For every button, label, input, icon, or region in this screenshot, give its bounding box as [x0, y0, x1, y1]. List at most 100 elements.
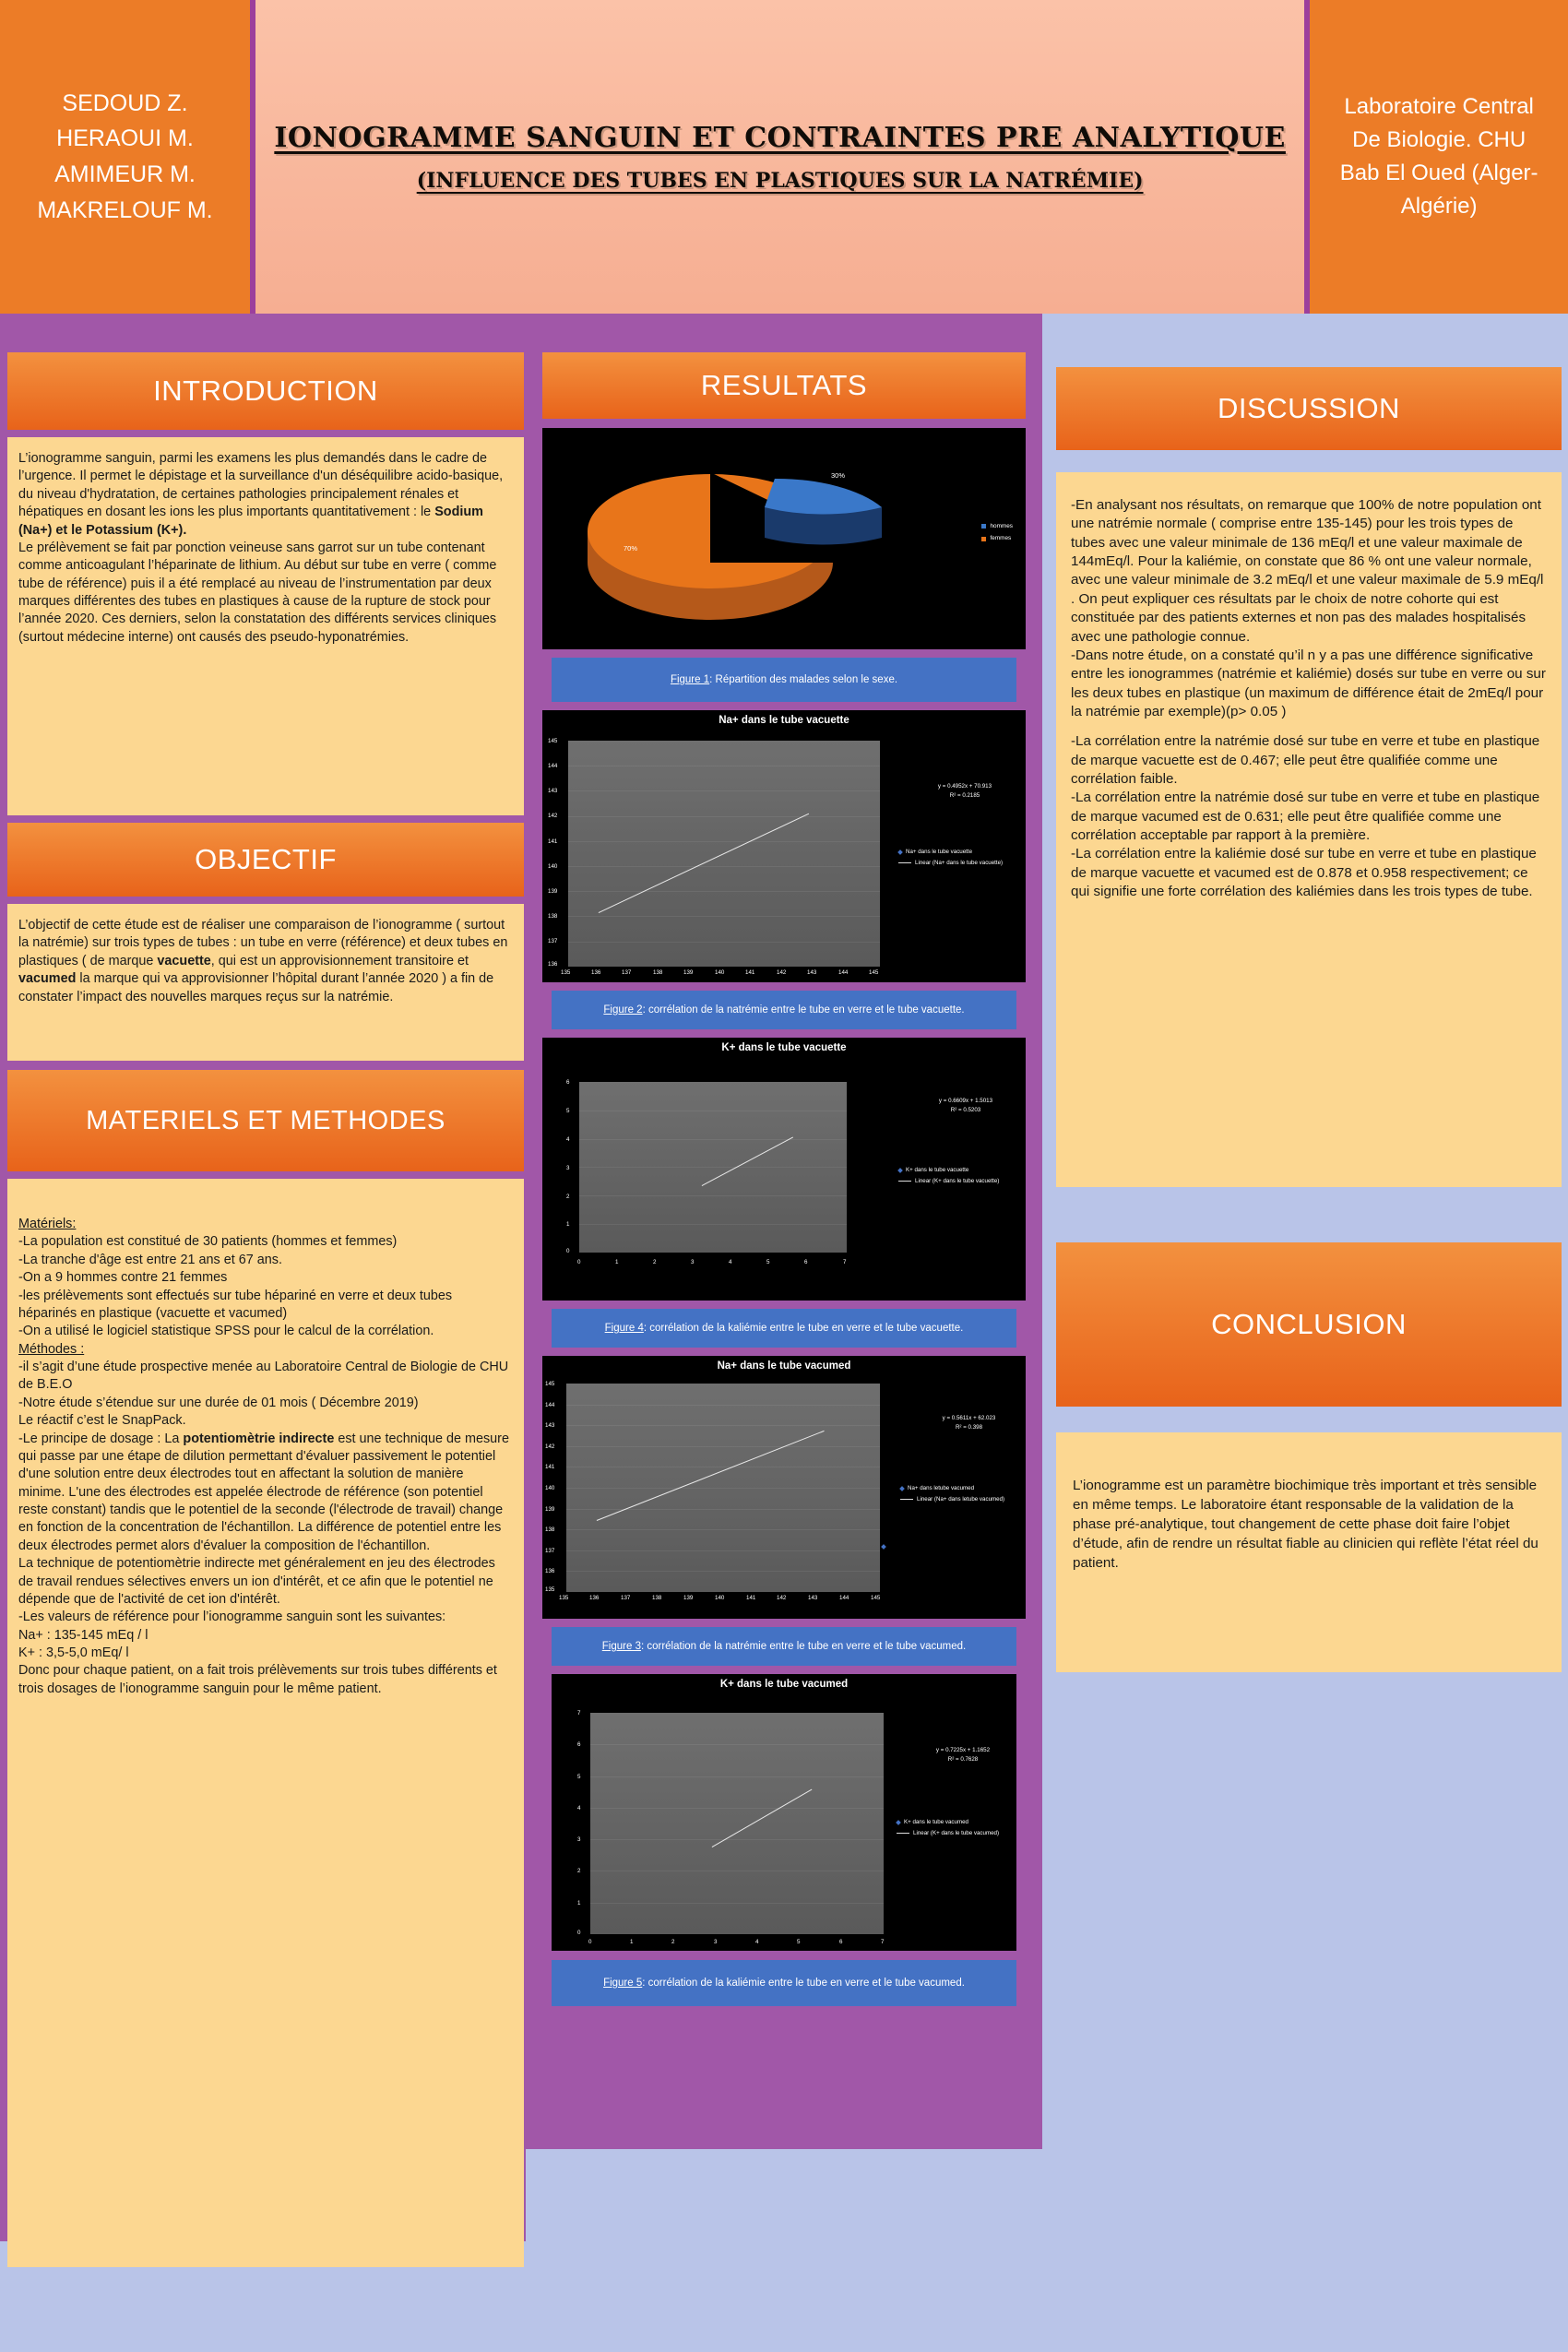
author-name: HERAOUI M.	[56, 125, 194, 152]
x-tick-label: 1	[630, 1939, 634, 1945]
methodes-subheading: Méthodes :	[18, 1341, 85, 1357]
legend-swatch-icon	[981, 524, 987, 529]
x-tick-label: 139	[683, 1595, 694, 1601]
x-tick-label: 135	[561, 969, 571, 976]
plot-grid-area	[566, 1384, 880, 1592]
reference-value-k: K+ : 3,5-5,0 mEq/ l	[18, 1645, 129, 1660]
plot-grid-area	[568, 741, 880, 967]
y-tick-label: 139	[548, 888, 558, 895]
center-column-backdrop	[526, 2149, 1042, 2352]
y-tick-label: 142	[545, 1443, 555, 1450]
x-tick-label: 7	[843, 1259, 847, 1265]
x-tick-label: 139	[683, 969, 694, 976]
intro-text-bold: Sodium (Na+) et le Potassium (K+).	[18, 505, 483, 538]
x-tick-label: 1	[615, 1259, 619, 1265]
trendline	[701, 1136, 794, 1187]
r-squared-text: R² = 0.398	[955, 1423, 983, 1431]
x-tick-label: 6	[839, 1939, 843, 1945]
section-header-discussion: DISCUSSION	[1056, 367, 1562, 450]
section-body-materiels: Matériels: -La population est constitué …	[7, 1179, 524, 2267]
y-tick-label: 135	[545, 1586, 555, 1593]
trendline	[598, 813, 810, 914]
y-tick-label: 142	[548, 813, 558, 819]
author-list: SEDOUD Z. HERAOUI M. AMIMEUR M. MAKRELOU…	[0, 0, 250, 314]
y-tick-label: 6	[577, 1741, 581, 1748]
legend-label: Linear (K+ dans le tube vacumed)	[913, 1829, 1000, 1836]
y-tick-label: 143	[545, 1422, 555, 1429]
x-tick-label: 136	[591, 969, 601, 976]
legend-marker-icon	[899, 1486, 905, 1491]
section-header-introduction: INTRODUCTION	[7, 352, 524, 430]
plot-region: 6 5 4 3 2 1 0 0 1 2 3 4 5 6 7 y = 0.6609…	[542, 1038, 1026, 1301]
materiels-line: -les prélèvements sont effectués sur tub…	[18, 1288, 453, 1321]
x-tick-label: 141	[745, 969, 755, 976]
legend-label: Linear (K+ dans le tube vacuette)	[915, 1177, 1000, 1184]
x-tick-label: 137	[622, 969, 632, 976]
objectif-text-3: la marque qui va approvisionner l’hôpita…	[18, 971, 494, 1004]
section-header-resultats: RESULTATS	[542, 352, 1026, 419]
y-tick-label: 138	[548, 913, 558, 920]
methodes-line: Donc pour chaque patient, on a fait troi…	[18, 1663, 497, 1696]
legend-item-series: K+ dans le tube vacuette	[897, 1165, 999, 1176]
r-squared-text: R² = 0.5203	[950, 1106, 981, 1113]
figure-caption-2: Figure 2: corrélation de la natrémie ent…	[552, 991, 1016, 1029]
figure-caption-text: : corrélation de la kaliémie entre le tu…	[642, 1978, 965, 1989]
r-squared-text: R² = 0.2185	[949, 791, 980, 799]
y-tick-label: 5	[577, 1774, 581, 1780]
discussion-paragraph-1: -En analysant nos résultats, on remarque…	[1071, 497, 1544, 645]
x-tick-label: 6	[804, 1259, 808, 1265]
y-tick-label: 145	[545, 1381, 555, 1387]
legend-item-femmes: femmes	[981, 532, 1013, 544]
y-tick-label: 141	[545, 1464, 555, 1470]
y-tick-label: 144	[545, 1402, 555, 1408]
figure-caption-text: : Répartition des malades selon le sexe.	[709, 674, 898, 685]
discussion-paragraph-5: -La corrélation entre la kaliémie dosé s…	[1071, 846, 1537, 900]
equation-text: y = 0.6609x + 1.5013	[938, 1098, 993, 1104]
legend-line-icon	[900, 1499, 913, 1501]
y-tick-label: 2	[577, 1868, 581, 1874]
poster-title-block: IONOGRAMME SANGUIN ET CONTRAINTES PRE AN…	[255, 0, 1304, 314]
equation-text: y = 0.5611x + 62.023	[942, 1415, 996, 1421]
y-tick-label: 1	[566, 1221, 570, 1228]
discussion-paragraph-4: -La corrélation entre la natrémie dosé s…	[1071, 790, 1540, 844]
section-title: OBJECTIF	[195, 843, 337, 875]
data-point	[881, 1544, 886, 1550]
section-body-introduction: L’ionogramme sanguin, parmi les examens …	[7, 437, 524, 815]
y-tick-label: 137	[548, 938, 558, 944]
x-tick-label: 0	[588, 1939, 592, 1945]
y-tick-label: 136	[548, 961, 558, 968]
figure-number: Figure 1	[670, 674, 710, 685]
figure-caption-4: Figure 4: corrélation de la kaliémie ent…	[552, 1309, 1016, 1348]
x-tick-label: 135	[559, 1595, 569, 1601]
legend-item-trendline: Linear (Na+ dans le tube vacuette)	[898, 858, 1003, 869]
section-title: INTRODUCTION	[153, 374, 378, 407]
figure-caption-text: : corrélation de la natrémie entre le tu…	[640, 1641, 967, 1652]
chart-scatter-k-vacuette: K+ dans le tube vacuette 6 5 4 3 2 1 0 0…	[542, 1038, 1026, 1301]
trendline-equation: y = 0.6609x + 1.5013 R² = 0.5203	[911, 1097, 1020, 1114]
y-tick-label: 138	[545, 1526, 555, 1533]
x-tick-label: 5	[797, 1939, 801, 1945]
conclusion-paragraph: L’ionogramme est un paramètre biochimiqu…	[1073, 1478, 1538, 1571]
y-tick-label: 140	[548, 863, 558, 870]
x-tick-label: 0	[577, 1259, 581, 1265]
section-body-objectif: L’objectif de cette étude est de réalise…	[7, 904, 524, 1061]
plot-region: 145 144 143 142 141 140 139 138 137 136 …	[542, 1356, 1026, 1619]
chart-scatter-k-vacumed: K+ dans le tube vacumed 7 6 5 4 3 2 1 0 …	[552, 1674, 1016, 1951]
figure-caption-text: : corrélation de la natrémie entre le tu…	[642, 1004, 965, 1016]
legend-item-series: K+ dans le tube vacumed	[896, 1817, 999, 1828]
pie-legend: hommes femmes	[981, 520, 1013, 545]
author-name: MAKRELOUF M.	[37, 196, 213, 223]
x-tick-label: 140	[715, 1595, 725, 1601]
methodes-line: La technique de potentiomètrie indirecte…	[18, 1556, 495, 1607]
header-divider-right	[1303, 0, 1311, 314]
chart-legend: K+ dans le tube vacumed Linear (K+ dans …	[896, 1817, 1000, 1839]
chart-legend: K+ dans le tube vacuette Linear (K+ dans…	[897, 1165, 1000, 1187]
page-subtitle: (INFLUENCE DES TUBES EN PLASTIQUES SUR L…	[416, 168, 1144, 193]
r-squared-text: R² = 0.7628	[947, 1755, 979, 1763]
discussion-paragraph-3: -La corrélation entre la natrémie dosé s…	[1071, 733, 1540, 788]
pie-svg	[588, 472, 882, 620]
section-body-conclusion: L’ionogramme est un paramètre biochimiqu…	[1056, 1432, 1562, 1672]
legend-label: K+ dans le tube vacumed	[904, 1819, 968, 1825]
x-tick-label: 5	[766, 1259, 770, 1265]
